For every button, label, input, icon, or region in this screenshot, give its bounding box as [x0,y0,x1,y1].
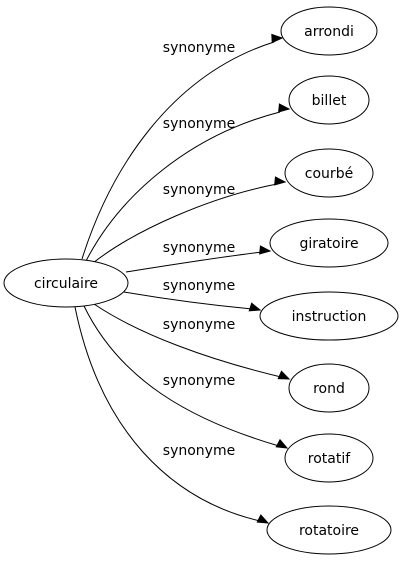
edge-line [93,303,282,378]
target-node-ellipse [280,6,378,56]
edge-labels: synonyme synonyme synonyme synonyme synonyme… [163,40,235,459]
target-node-ellipse [259,291,399,341]
edge-label: synonyme [163,116,235,132]
edge-label: synonyme [163,40,235,56]
edge-billet [85,103,291,262]
edge-label: synonyme [163,443,235,459]
edge-line [92,183,278,264]
target-node-instruction[interactable]: instruction [259,291,399,341]
edge-line [74,306,261,522]
source-node-label: circulaire [34,276,98,292]
target-node-label: courbé [305,166,353,182]
edge-instruction [123,291,262,312]
arrowhead-icon [274,176,287,186]
target-node-ellipse [284,433,374,483]
source-node-ellipse [3,258,129,308]
arrowhead-icon [278,103,291,113]
target-node-ellipse [266,505,392,555]
nodes: circulaire arrondi billet courbé giratoire i… [3,6,399,555]
edge-rotatoire [74,306,270,524]
target-node-label: rond [313,381,345,397]
target-node-ellipse [269,218,389,268]
target-node-ellipse [284,148,374,198]
target-node-billet[interactable]: billet [288,75,370,125]
arrowhead-icon [271,33,284,44]
edge-rond [93,303,291,380]
edge-label: synonyme [163,373,235,389]
target-node-courbé[interactable]: courbé [284,148,374,198]
target-node-ellipse [288,363,370,413]
arrowhead-icon [277,370,291,380]
edge-line [83,305,280,447]
edge-giratoire [125,245,272,273]
arrowhead-icon [275,438,289,449]
edge-line [85,111,281,262]
target-node-rotatoire[interactable]: rotatoire [266,505,392,555]
edge-line [81,41,275,260]
source-node[interactable]: circulaire [3,258,129,308]
target-node-label: billet [312,93,347,109]
edge-arrondi [81,33,284,260]
edge-courbé [92,176,287,264]
arrowhead-icon [259,245,272,255]
target-node-label: rotatoire [299,523,359,539]
target-node-ellipse [288,75,370,125]
arrowhead-icon [256,514,270,524]
edge-label: synonyme [163,240,235,256]
edge-line [125,251,263,273]
edge-line [123,291,253,310]
edges [74,33,291,524]
target-node-label: rotatif [308,451,351,467]
edge-label: synonyme [163,182,235,198]
edge-label: synonyme [163,278,235,294]
target-node-arrondi[interactable]: arrondi [280,6,378,56]
target-node-rotatif[interactable]: rotatif [284,433,374,483]
target-node-giratoire[interactable]: giratoire [269,218,389,268]
target-node-label: instruction [292,309,367,325]
target-node-label: arrondi [304,24,354,40]
edge-label: synonyme [163,317,235,333]
edge-rotatif [83,305,289,449]
target-node-rond[interactable]: rond [288,363,370,413]
arrowhead-icon [248,302,262,312]
target-node-label: giratoire [299,236,358,252]
